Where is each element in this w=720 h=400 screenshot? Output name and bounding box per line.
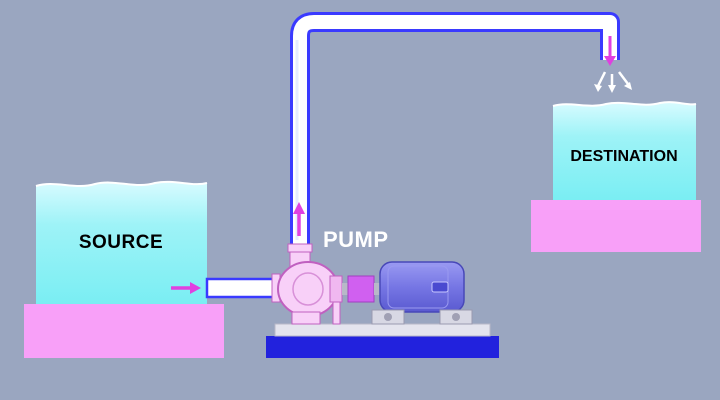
destination-tank-base xyxy=(531,200,701,252)
upflow-arrow-icon xyxy=(293,202,305,236)
motor-terminal-box xyxy=(431,281,449,293)
pump-volute xyxy=(277,261,339,317)
flow-direction-arrow-icon xyxy=(171,282,201,294)
suction-pipe xyxy=(205,273,284,303)
motor xyxy=(371,261,473,325)
source-tank-base xyxy=(24,304,224,358)
pump-label: PUMP xyxy=(323,227,389,252)
motor-body xyxy=(379,261,465,313)
destination-water-surface xyxy=(552,101,697,107)
pump-bearing-housing xyxy=(329,275,343,303)
destination-label: DESTINATION xyxy=(570,148,678,165)
bolt-left xyxy=(384,313,392,321)
water-splash-icon xyxy=(594,71,632,93)
base-plate xyxy=(274,323,491,337)
discharge-pipe-fill xyxy=(293,15,617,248)
pump-impeller-ring xyxy=(292,272,324,306)
suction-pipe-body xyxy=(205,277,284,299)
destination-water xyxy=(553,102,696,200)
downflow-arrow-icon xyxy=(604,36,616,66)
source-tank xyxy=(24,180,224,358)
destination-tank xyxy=(531,101,701,252)
pump-platform xyxy=(266,336,499,358)
pump-foot xyxy=(291,311,321,325)
pump-shaft xyxy=(342,283,350,295)
source-water-surface xyxy=(35,180,208,187)
source-water xyxy=(36,181,207,304)
discharge-flange xyxy=(287,243,313,253)
source-label: SOURCE xyxy=(78,232,164,253)
pump-support xyxy=(332,301,341,325)
motor-shaft xyxy=(374,283,382,295)
shaft-coupling xyxy=(347,275,375,303)
bolt-right xyxy=(452,313,460,321)
pump xyxy=(277,243,343,325)
